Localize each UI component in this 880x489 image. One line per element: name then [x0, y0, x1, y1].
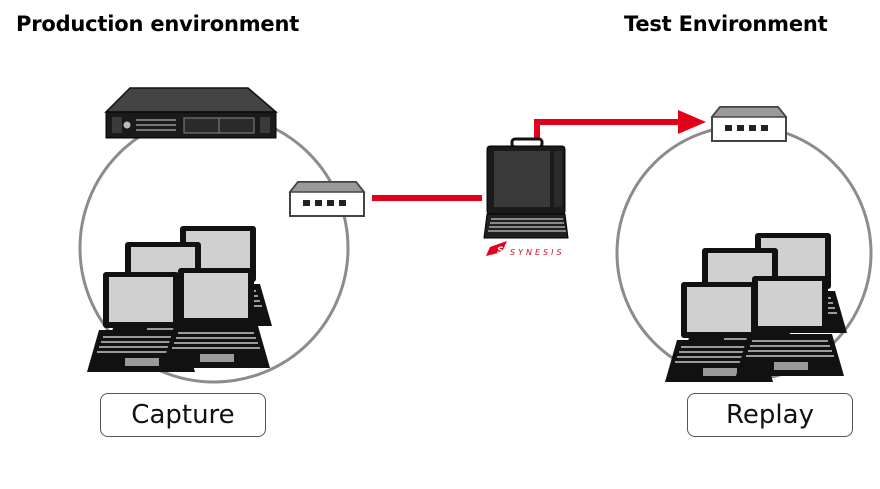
arrow-icon	[678, 110, 706, 134]
replay-arrow	[534, 110, 706, 138]
replay-label: Replay	[726, 400, 814, 430]
portable-analyzer-icon	[483, 137, 569, 239]
production-environment-title: Production environment	[16, 12, 300, 36]
laptop-icon	[162, 268, 270, 368]
synesis-logo: S	[486, 241, 507, 256]
production-switch-icon	[289, 181, 365, 217]
device-brand-label: SYNESIS	[510, 248, 565, 257]
test-laptops	[665, 233, 847, 382]
production-laptops	[87, 226, 272, 372]
test-switch-icon	[711, 106, 787, 142]
laptop-icon	[736, 276, 844, 376]
server-icon	[104, 87, 279, 139]
replay-label-box: Replay	[687, 393, 853, 437]
capture-label-box: Capture	[100, 393, 266, 437]
test-environment-title: Test Environment	[624, 12, 828, 36]
capture-label: Capture	[131, 400, 235, 430]
logo-mark: S	[497, 246, 503, 256]
